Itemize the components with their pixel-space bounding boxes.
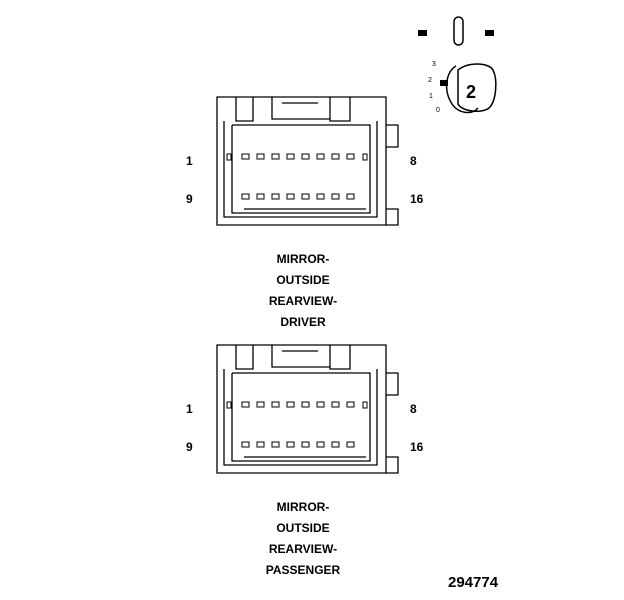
key-digit: 2 [466,82,477,102]
lock-tab [386,372,399,396]
key-tab-icon [457,63,497,112]
pin-cavity [271,193,280,200]
key-position-3: 3 [432,61,436,68]
latch-bar [271,345,330,368]
latch-notch [235,97,351,122]
key-legend [418,16,497,114]
pin-cavity [316,193,325,200]
caption-line: OUTSIDE [276,521,330,535]
pin-cavity [241,441,250,448]
polarity-mark [226,401,232,409]
pin-label-9: 9 [186,192,193,206]
pin-label-9: 9 [186,440,193,454]
lock-tab-lower [386,208,399,226]
pin-cavity [316,153,325,160]
caption-line: OUTSIDE [276,273,330,287]
pin-label-1: 1 [186,154,193,168]
caption-line: PASSENGER [265,563,341,577]
connector-outline [216,96,387,226]
connector-outline [216,344,387,474]
latch-notch [235,345,351,370]
pin-cavity [331,153,340,160]
connector-inner-wall [231,124,371,214]
pin-cavity [346,153,355,160]
lock-tab-lower [386,456,399,474]
pin-cavity [301,153,310,160]
polarity-mark [362,401,368,409]
connector-shell [216,344,399,474]
pin-cavity [301,441,310,448]
connector-shell [216,96,399,226]
pin-cavity [256,193,265,200]
pin-cavity [346,401,355,408]
pin-cavity [271,441,280,448]
pin-cavity [331,193,340,200]
pin-label-8: 8 [410,154,417,168]
lock-tab [386,124,399,148]
pin-label-16: 16 [410,440,424,454]
key-position-0: 0 [436,107,440,114]
latch-bar [271,97,330,120]
figure-id: 294774 [448,574,499,591]
caption-line: REARVIEW- [268,542,338,556]
pin-cavity [271,401,280,408]
caption-line: MIRROR- [276,252,330,266]
pin-cavity [316,441,325,448]
pin-label-8: 8 [410,402,417,416]
pin-cavity [241,193,250,200]
pin-cavity [241,401,250,408]
polarity-mark [362,153,368,161]
connector-cavity [223,121,378,218]
pin-cavity [301,193,310,200]
key-position-2: 2 [428,77,432,84]
pin-cavity [256,401,265,408]
pin-cavity [331,401,340,408]
pin-cavity [331,441,340,448]
pin-cavity [271,153,280,160]
key-position-1: 1 [429,93,433,100]
pin-cavity [286,153,295,160]
key-marker-left [418,30,427,36]
pin-cavity [256,441,265,448]
caption-line: REARVIEW- [268,294,338,308]
pin-label-1: 1 [186,402,193,416]
pin-cavity [316,401,325,408]
connector-caption-driver: MIRROR- OUTSIDE REARVIEW- DRIVER [223,249,383,333]
pin-cavity [346,193,355,200]
pin-cavity [346,441,355,448]
key-marker-right [485,30,494,36]
caption-line: MIRROR- [276,500,330,514]
pin-cavity [301,401,310,408]
pin-cavity [256,153,265,160]
pin-cavity [286,193,295,200]
caption-line: DRIVER [280,315,326,329]
pin-cavity [286,401,295,408]
connector-inner-wall [231,372,371,462]
key-position-marker [440,80,448,86]
connector-cavity [223,369,378,466]
pin-cavity [241,153,250,160]
polarity-mark [226,153,232,161]
pin-label-16: 16 [410,192,424,206]
connector-caption-passenger: MIRROR- OUTSIDE REARVIEW- PASSENGER [223,497,383,581]
pin-cavity [286,441,295,448]
key-dial-icon [445,65,479,114]
key-slot [453,16,464,46]
